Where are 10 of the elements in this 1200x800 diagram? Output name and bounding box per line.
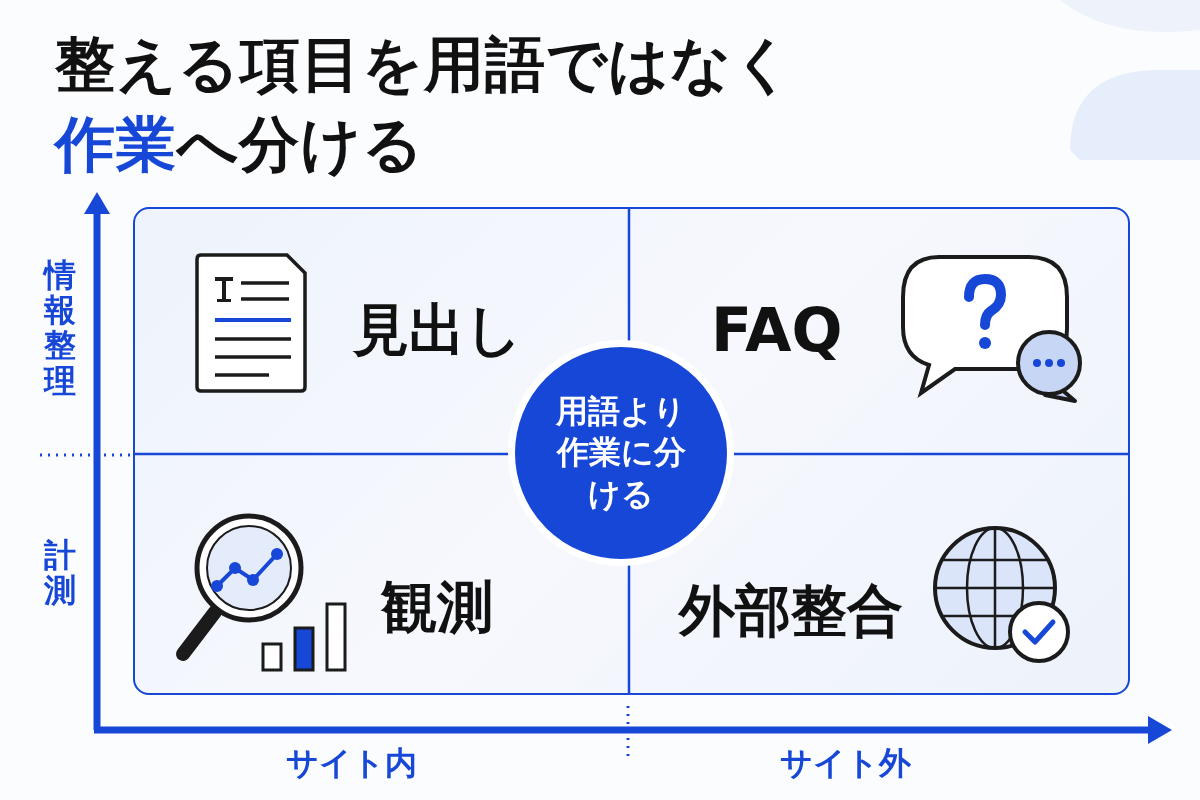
quadrant-label: 見出し [353,299,522,361]
quadrant-label: FAQ [711,297,843,363]
title: 整える項目を用語ではなく作業へ分ける [55,28,795,181]
circle-text: 用語より作業に分ける [555,390,687,515]
axis-label: 計測 [44,538,76,609]
quadrant-label: 観測 [381,576,493,638]
axis-label: 情報整理 [44,258,76,399]
axis-label: サイト外 [780,743,911,784]
quadrant-label: 外部整合 [679,580,903,642]
axis-label: サイト内 [286,743,417,784]
